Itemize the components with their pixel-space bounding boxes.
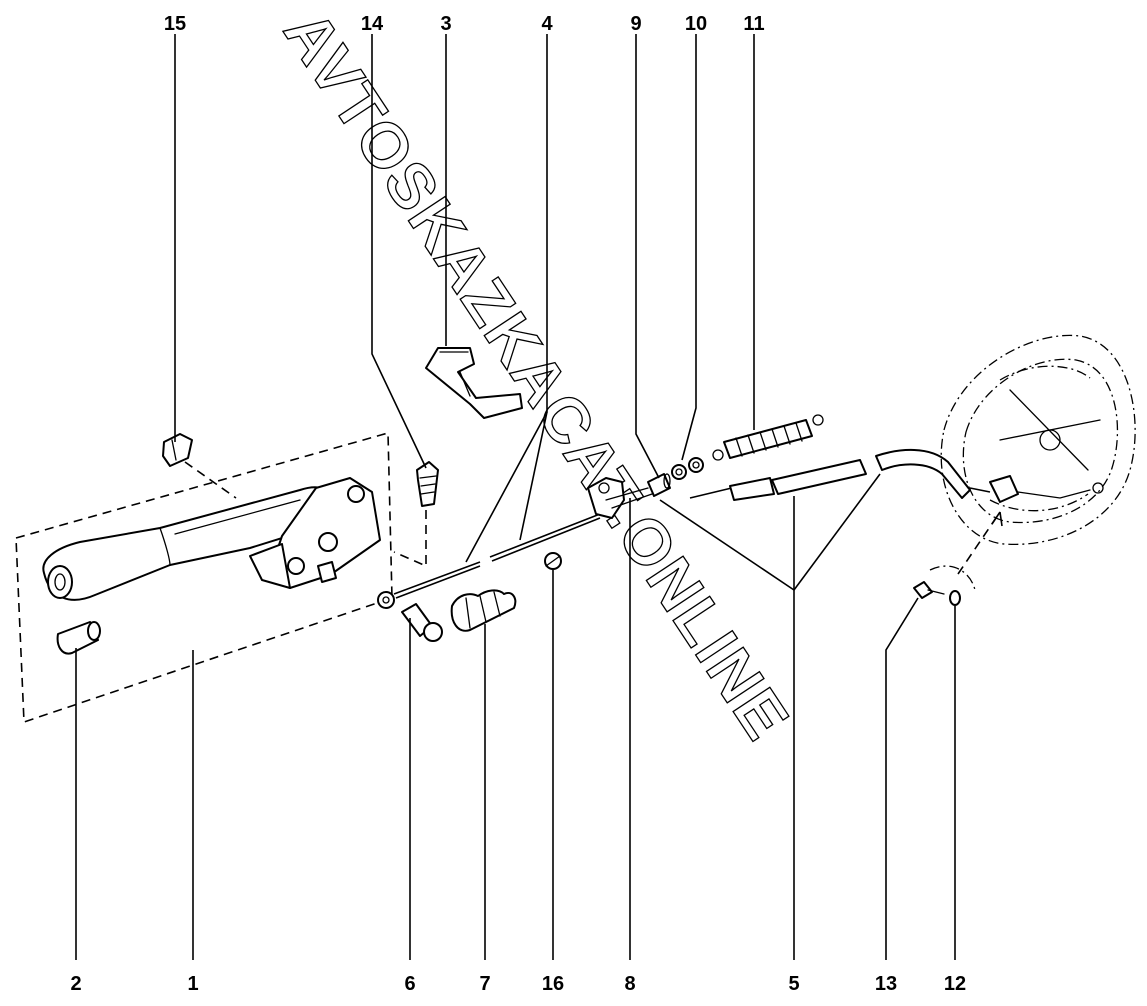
callout-7: 7 bbox=[479, 973, 490, 995]
guide-pin-icon bbox=[401, 603, 443, 642]
washer-icon bbox=[949, 590, 961, 606]
callout-10: 10 bbox=[685, 13, 707, 35]
adjusting-nut-icon bbox=[671, 457, 704, 480]
parking-brake-lever-assembly-icon bbox=[42, 477, 381, 601]
callout-8: 8 bbox=[624, 973, 635, 995]
bottom-callouts: 2 1 6 7 16 8 5 13 12 bbox=[70, 973, 966, 995]
brake-backing-plate-icon bbox=[940, 334, 1136, 546]
callout-3: 3 bbox=[440, 13, 451, 35]
callout-14: 14 bbox=[361, 13, 384, 35]
leader-15-dashed bbox=[184, 461, 237, 499]
bolt-icon bbox=[913, 581, 945, 599]
equalizer-icon bbox=[587, 477, 653, 519]
callout-6: 6 bbox=[404, 973, 415, 995]
leader-lines bbox=[75, 34, 956, 960]
assembly-arc bbox=[929, 565, 976, 591]
clip-icon bbox=[162, 433, 193, 467]
lever-assembly-1 bbox=[15, 431, 393, 724]
assembly-boundary bbox=[15, 431, 393, 724]
arrow-head bbox=[991, 511, 1003, 527]
callout-4: 4 bbox=[541, 13, 553, 35]
callout-11: 11 bbox=[743, 13, 764, 35]
callout-15: 15 bbox=[164, 13, 186, 35]
callout-12: 12 bbox=[944, 973, 966, 995]
callout-9: 9 bbox=[630, 13, 641, 35]
watermark: AVTOSKAZKACAT.ONLINE bbox=[270, 0, 803, 753]
callout-2: 2 bbox=[70, 973, 81, 995]
return-spring-icon bbox=[712, 414, 824, 461]
callout-1: 1 bbox=[187, 973, 198, 995]
rubber-boot-icon bbox=[450, 589, 517, 632]
front-cable-icon bbox=[377, 513, 601, 609]
lever-end-cap-icon bbox=[56, 621, 101, 655]
bracket-icon bbox=[425, 347, 523, 419]
callout-13: 13 bbox=[875, 973, 897, 995]
rear-cable-icon bbox=[689, 448, 991, 501]
switch-icon bbox=[416, 461, 439, 507]
callout-16: 16 bbox=[542, 973, 564, 995]
leader-14-dashed bbox=[393, 510, 427, 568]
top-callouts: 15 14 3 4 9 10 11 bbox=[164, 13, 765, 35]
clamp-icon bbox=[544, 552, 562, 570]
callout-5: 5 bbox=[788, 973, 799, 995]
